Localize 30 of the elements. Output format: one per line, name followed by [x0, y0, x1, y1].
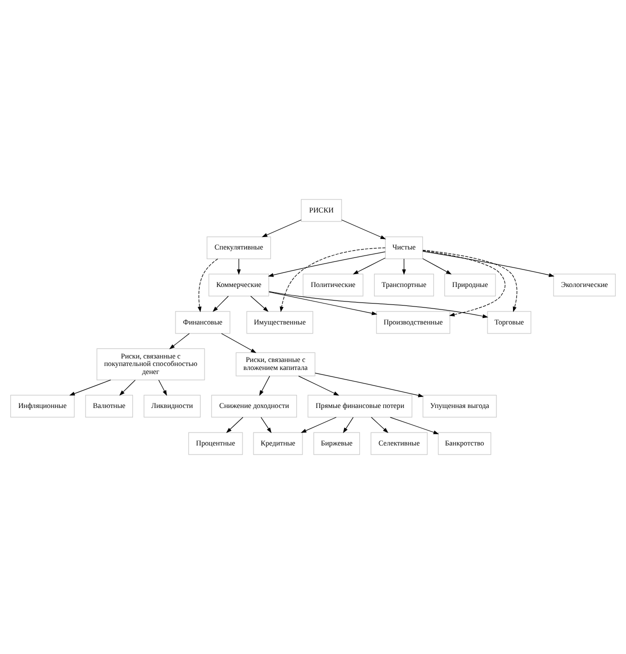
arrow	[198, 258, 218, 312]
arrow	[390, 416, 439, 434]
arrow	[226, 416, 244, 434]
arrow	[236, 258, 241, 275]
arrow	[314, 372, 424, 398]
arrow	[262, 220, 302, 238]
arrow	[300, 416, 337, 433]
arrow	[280, 248, 386, 312]
arrow	[69, 380, 112, 396]
arrow	[158, 380, 167, 396]
arrow	[341, 220, 386, 240]
arrow	[259, 376, 270, 396]
arrow	[268, 292, 378, 316]
arrow	[250, 296, 269, 312]
arrow	[422, 251, 554, 277]
arrow	[212, 296, 229, 312]
arrow	[268, 252, 386, 277]
arrow	[221, 333, 256, 353]
arrow	[422, 250, 506, 316]
arrow	[422, 250, 518, 312]
arrow	[402, 258, 406, 275]
arrow	[422, 258, 452, 274]
arrow	[352, 258, 386, 274]
arrow	[268, 291, 488, 318]
arrow	[298, 376, 340, 396]
arrow	[169, 333, 190, 350]
arrow	[260, 416, 272, 434]
arrow	[119, 380, 136, 396]
arrow	[370, 416, 388, 434]
arrow	[343, 416, 354, 434]
